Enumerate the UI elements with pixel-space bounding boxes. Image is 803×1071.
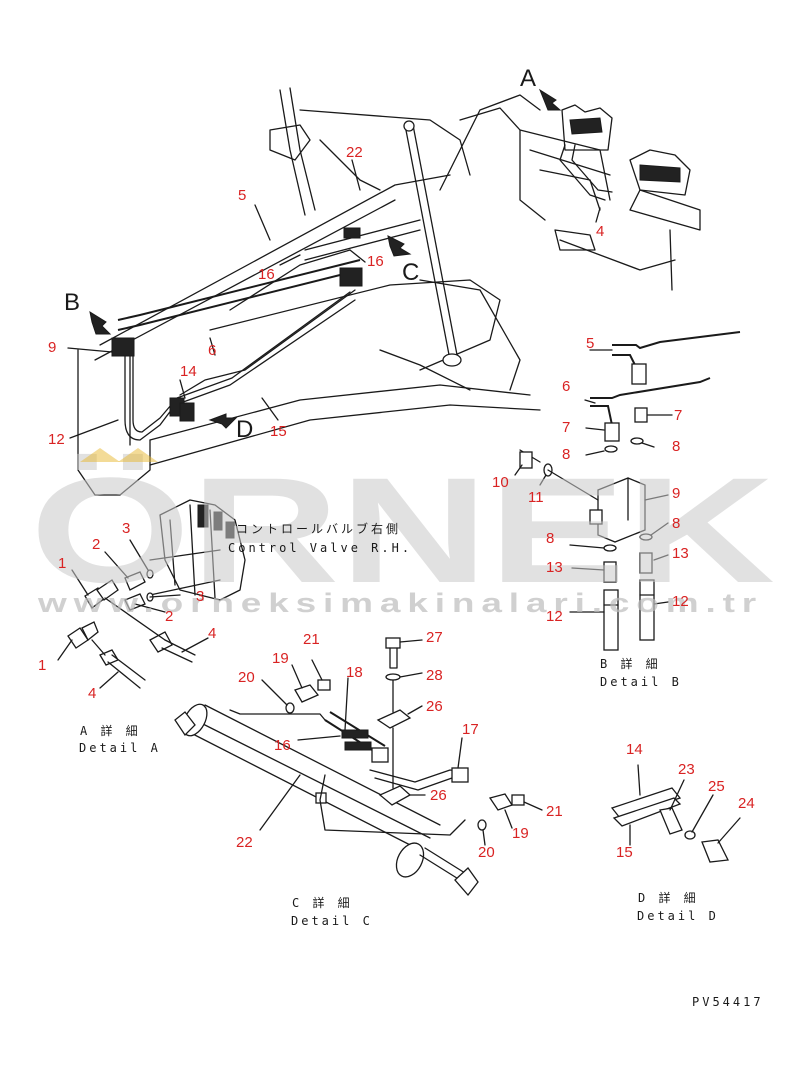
callout-number: 12 [48,431,65,448]
callout-number: 4 [596,223,604,240]
callout-number: 2 [92,536,100,553]
callout-number: 8 [546,530,554,547]
callout-number: 17 [462,721,479,738]
callout-number: 6 [208,342,216,359]
callout-number: 13 [672,545,689,562]
callout-number: 20 [478,844,495,861]
callout-number: 11 [528,489,544,506]
callout-number: 7 [562,419,570,436]
detail-d-drawing [610,764,741,863]
detail-d-caption-jp: D 詳 細 [638,890,699,905]
watermark-url: www.orneksimakinalari.com.tr [37,588,763,618]
callout-number: 15 [616,844,633,861]
control-valve-drawing [149,499,246,601]
callout-number: 22 [236,834,253,851]
callout-number: 8 [672,438,680,455]
detail-c-caption-jp: C 詳 細 [292,895,353,910]
view-letter-a: A [520,65,536,92]
callout-number: 21 [546,803,563,820]
callout-number: 25 [708,778,725,795]
callout-number: 16 [274,737,291,754]
callout-number: 20 [238,669,255,686]
drawing-code: PV54417 [692,995,764,1009]
callout-number: 21 [303,631,320,648]
callout-number: 10 [492,474,509,491]
watermark-brand: ÖRNEK [30,446,775,614]
callout-number: 4 [208,625,216,642]
callout-number: 26 [430,787,447,804]
callout-number: 14 [180,363,197,380]
detail-b-drawing [514,331,741,651]
main-assembly-drawing [67,87,701,496]
callout-number: 14 [626,741,643,758]
callout-number: 19 [512,825,529,842]
callout-number: 5 [238,187,246,204]
callout-number: 28 [426,667,443,684]
detail-d-caption-en: Detail D [637,909,719,923]
callout-number: 9 [48,339,56,356]
callout-number: 19 [272,650,289,667]
watermark: ÖRNEK www.orneksimakinalari.com.tr [30,446,775,618]
detail-b-caption-en: Detail B [600,675,682,689]
callout-number: 23 [678,761,695,778]
control-valve-caption-jp: コントロールバルブ右側 [236,521,401,536]
detail-a-caption-jp: A 詳 細 [80,723,141,738]
callout-number: 16 [367,253,384,270]
callout-number: 7 [674,407,682,424]
view-letter-b: B [64,289,80,316]
callout-number: 3 [122,520,130,537]
callout-number: 12 [672,593,689,610]
watermark-umlaut-right [118,448,158,462]
callout-number: 27 [426,629,443,646]
callout-number: 3 [196,588,204,605]
callout-number: 12 [546,608,563,625]
callout-number: 8 [672,515,680,532]
callout-number: 13 [546,559,563,576]
callout-number: 6 [562,378,570,395]
callout-number: 1 [58,555,66,572]
callout-number: 24 [738,795,755,812]
detail-a-caption-en: Detail A [79,741,161,755]
watermark-umlaut-left [80,448,120,462]
callout-number: 1 [38,657,46,674]
callout-number: 5 [586,335,594,352]
callout-number: 18 [346,664,363,681]
control-valve-caption-en: Control Valve R.H. [228,541,412,555]
callout-number: 4 [88,685,96,702]
callout-number: 26 [426,698,443,715]
detail-a-drawing [57,539,209,689]
callout-number: 16 [258,266,275,283]
callout-number: 9 [672,485,680,502]
view-letter-d: D [236,416,253,443]
callout-number: 22 [346,144,363,161]
callout-number: 15 [270,423,287,440]
detail-b-caption-jp: B 詳 細 [600,656,661,671]
view-letter-c: C [402,259,419,286]
detail-c-drawing [174,637,543,897]
callout-number: 2 [165,608,173,625]
detail-c-caption-en: Detail C [291,914,373,928]
callout-number: 8 [562,446,570,463]
